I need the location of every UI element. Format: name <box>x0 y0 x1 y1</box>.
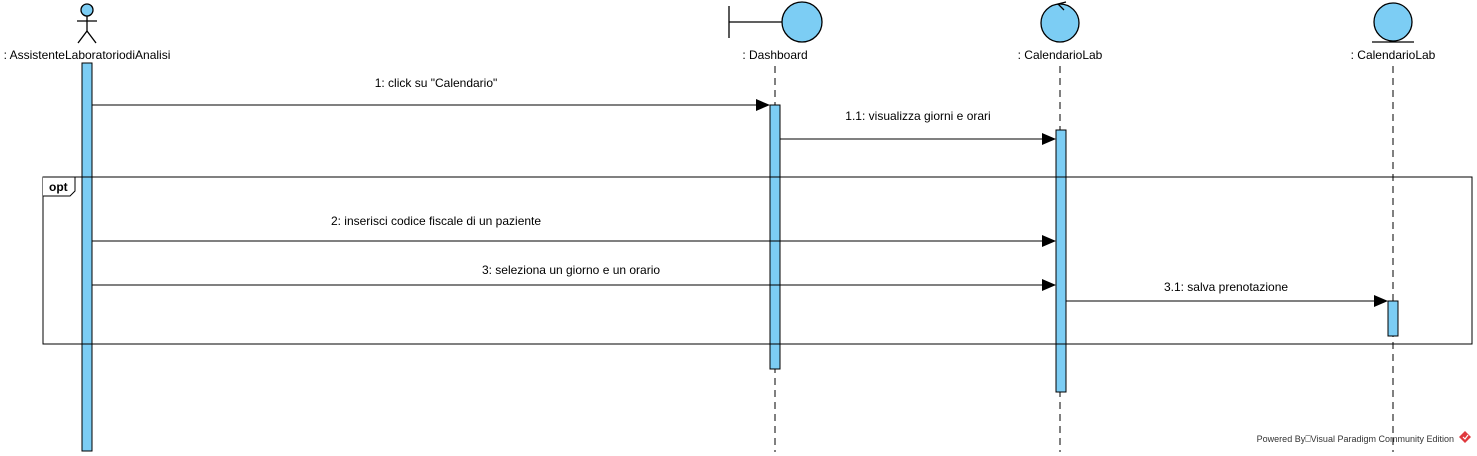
visual-paradigm-logo-icon <box>1459 431 1471 443</box>
opt-fragment-tab <box>43 176 76 197</box>
activation-bar-calendario2 <box>1387 300 1399 337</box>
message-label-2: 2: inserisci codice fiscale di un pazien… <box>331 214 541 228</box>
message-label-1-1: 1.1: visualizza giorni e orari <box>845 109 990 123</box>
message-label-3: 3: seleziona un giorno e un orario <box>482 263 660 277</box>
entity-icon[interactable] <box>1372 2 1414 43</box>
actor-icon[interactable] <box>77 3 97 44</box>
activation-bar-assistente <box>81 62 93 452</box>
watermark-text: Powered By⎕Visual Paradigm Community Edi… <box>1257 434 1454 444</box>
opt-operator-label: opt <box>49 180 68 194</box>
control-icon[interactable] <box>1040 1 1080 43</box>
lifeline-label-assistente: : AssistenteLaboratoriodiAnalisi <box>4 48 171 62</box>
lifeline-label-dashboard: : Dashboard <box>742 48 807 62</box>
lifeline-label-calendario2: : CalendarioLab <box>1351 48 1436 62</box>
message-label-1: 1: click su "Calendario" <box>375 76 498 90</box>
activation-bar-calendario1 <box>1055 129 1067 393</box>
opt-fragment <box>42 176 1473 345</box>
boundary-icon[interactable] <box>728 1 823 43</box>
message-label-3-1: 3.1: salva prenotazione <box>1164 280 1288 294</box>
lifeline-label-calendario1: : CalendarioLab <box>1018 48 1103 62</box>
activation-bar-dashboard <box>769 104 781 370</box>
